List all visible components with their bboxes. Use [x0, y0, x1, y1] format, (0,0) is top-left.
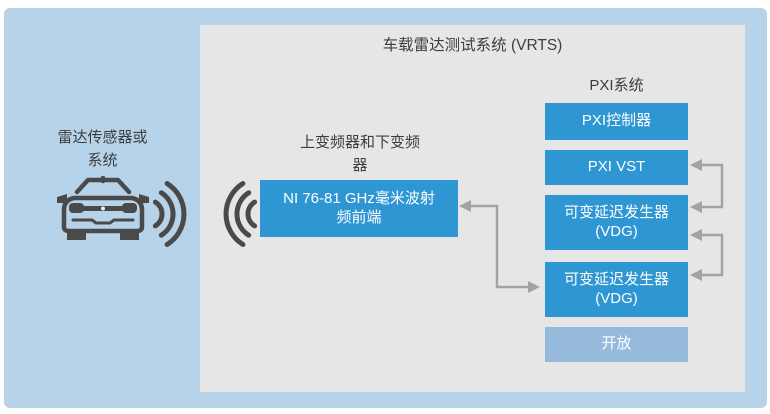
car-wheel-right [120, 231, 139, 240]
mmwave-frontend-box: NI 76-81 GHz毫米波射 频前端 [260, 180, 458, 237]
radar-waves [152, 181, 258, 247]
car-bumper [71, 218, 135, 225]
car-sensor-dot [101, 206, 105, 211]
car-mirror-left [57, 194, 67, 203]
car-headlight-right [122, 203, 137, 213]
car-wheel-left [67, 231, 86, 240]
car-headlight-left [69, 203, 84, 213]
diagram-title: 车载雷达测试系统 (VRTS) [382, 37, 563, 54]
pxi-system-label: PXI系统 [589, 77, 644, 94]
car-radar-waves-icon [152, 181, 187, 247]
converter-label: 上变频器和下变频 器 [299, 134, 420, 175]
radar-sensor-label: 雷达传感器或 系统 [57, 129, 148, 170]
car-mirror-right [139, 194, 149, 203]
vdg2-box: 可变延迟发生器 (VDG) [545, 262, 688, 317]
tester-radar-waves-icon [223, 181, 258, 247]
car-front-icon [57, 176, 149, 240]
pxi-controller-box: PXI控制器 [545, 103, 688, 140]
car-roof [74, 177, 132, 195]
open-slot-box: 开放 [545, 327, 688, 362]
car-body [61, 195, 145, 234]
pxi-vst-box: PXI VST [545, 150, 688, 185]
vdg1-box: 可变延迟发生器 (VDG) [545, 195, 688, 250]
